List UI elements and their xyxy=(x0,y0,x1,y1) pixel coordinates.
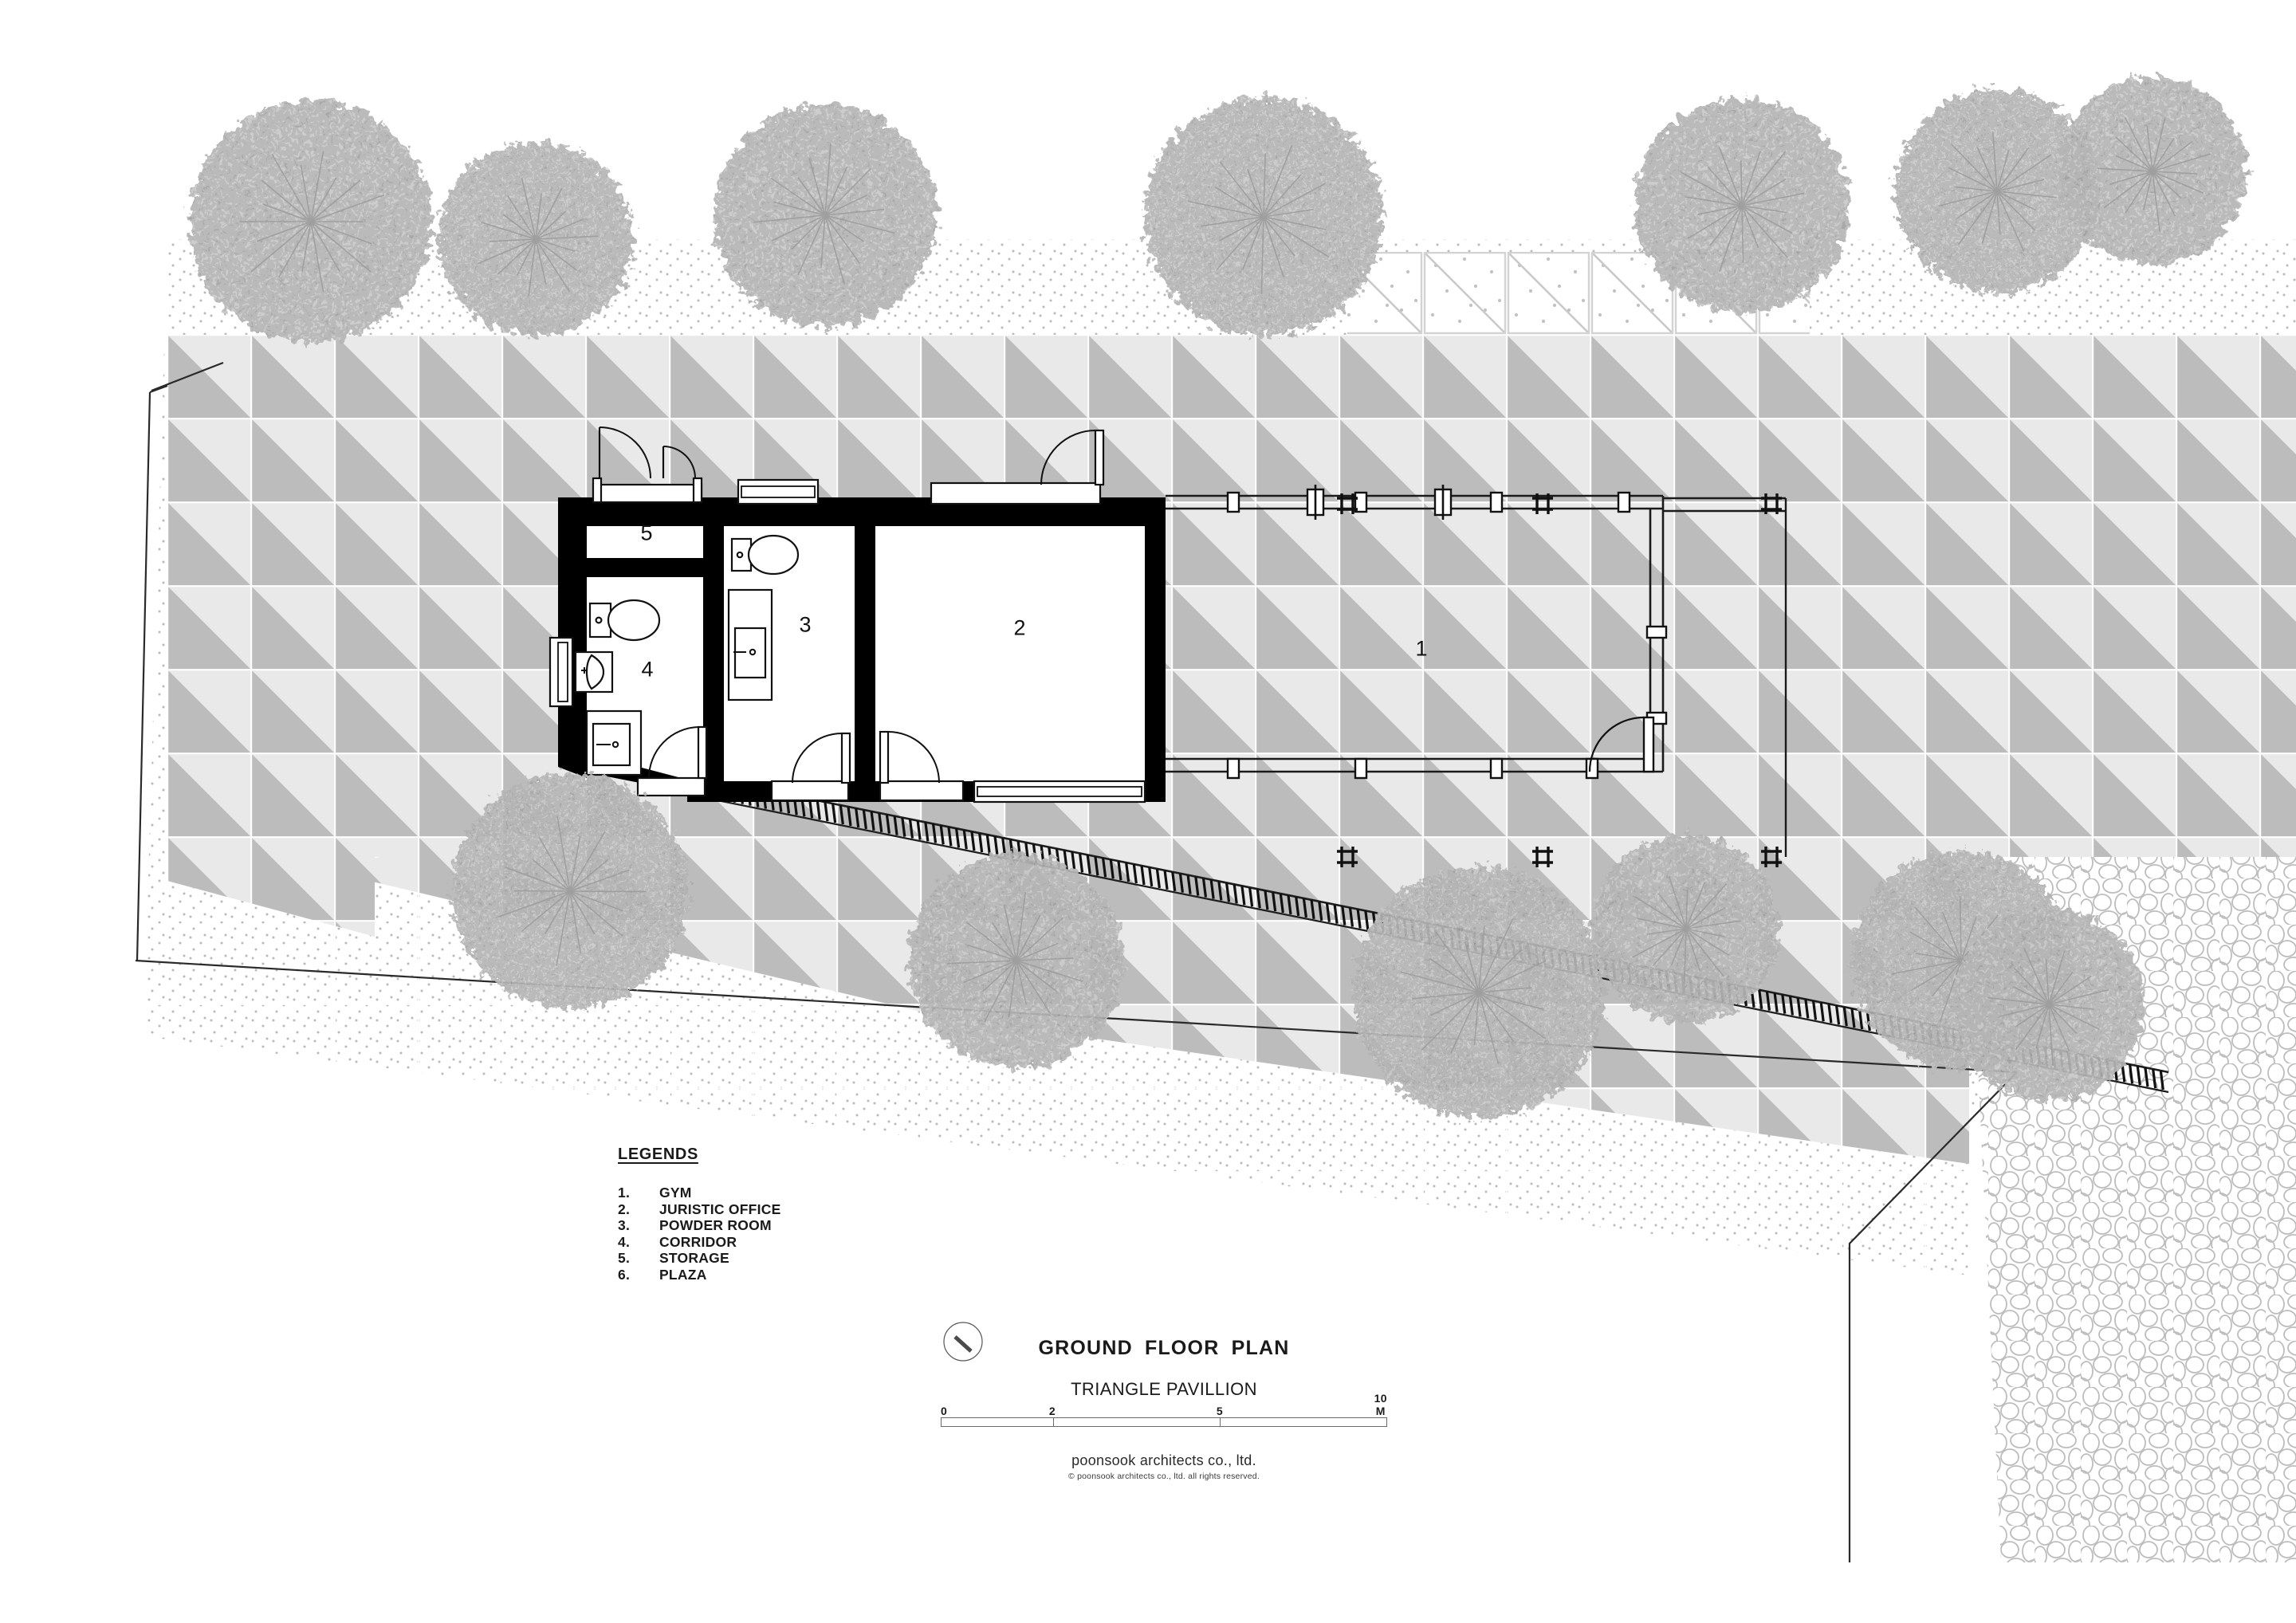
tree-branches xyxy=(1400,918,1547,1064)
legend-item: 1. GYM xyxy=(618,1185,781,1201)
north-arrow-icon xyxy=(943,1322,983,1362)
room-number-2: 2 xyxy=(1013,615,1026,640)
legend-item-number: 3. xyxy=(618,1217,631,1233)
lavatory-corridor xyxy=(574,650,614,694)
room-number-5: 5 xyxy=(640,521,653,545)
tree-branches xyxy=(1632,875,1741,984)
scale-tick-label: 2 xyxy=(1048,1405,1056,1417)
corridor-west-window xyxy=(548,636,574,708)
room-number-3: 3 xyxy=(799,612,812,637)
room-number-4: 4 xyxy=(641,657,654,682)
firm-name: poonsook architects co., ltd. xyxy=(1071,1452,1256,1468)
legend-item-label: STORAGE xyxy=(659,1250,729,1266)
legend-item: 6. PLAZA xyxy=(618,1267,781,1283)
legend-item-number: 2. xyxy=(618,1201,631,1217)
tree-branches xyxy=(2097,116,2211,232)
scale-tick-label: 0 xyxy=(941,1405,948,1417)
legend-item: 2. JURISTIC OFFICE xyxy=(618,1201,781,1218)
legend-item: 3. POWDER ROOM xyxy=(618,1217,781,1234)
toilet-fixture-corridor xyxy=(588,599,661,642)
vanity-powder xyxy=(727,588,773,701)
copyright-notice: © poonsook architects co., ltd. all righ… xyxy=(1068,1472,1260,1481)
tree-branches xyxy=(239,151,385,293)
tile-joint-grid xyxy=(144,335,2296,1275)
column-marker-icon xyxy=(1761,493,1782,514)
column-marker-icon xyxy=(1337,493,1358,514)
tree-branches xyxy=(753,143,895,285)
legend-item-label: POWDER ROOM xyxy=(659,1217,772,1233)
title-block: GROUND FLOOR PLAN TRIANGLE PAVILLION 0 2 5… xyxy=(941,1319,1387,1481)
legend-item-number: 4. xyxy=(618,1233,631,1250)
counter-corridor xyxy=(585,709,643,776)
scale-tick-label: 5 xyxy=(1216,1405,1224,1417)
gym-glass-curtain-wall xyxy=(1166,485,1787,857)
powder-room-door xyxy=(770,732,851,802)
office-entry-door xyxy=(930,429,1105,505)
column-marker-icon xyxy=(1337,847,1358,867)
mullion-north xyxy=(1226,485,1631,520)
scale-division xyxy=(1052,1418,1054,1426)
scale-bar: 0 2 5 10 M xyxy=(941,1392,1387,1435)
tree-canopies-foreground xyxy=(452,773,2145,1118)
legend-item-number: 1. xyxy=(618,1185,631,1201)
scale-bar-labels: 0 2 5 10 M xyxy=(941,1392,1387,1417)
legend-rows: 1. GYM 2. JURISTIC OFFICE 3. POWDER ROOM 4. COR… xyxy=(618,1185,781,1283)
tree-branches xyxy=(947,891,1083,1023)
project-title: TRIANGLE PAVILLION xyxy=(1071,1379,1257,1399)
tree-branches xyxy=(1188,144,1330,294)
powder-room-window xyxy=(737,478,820,505)
page-title: GROUND FLOOR PLAN xyxy=(1038,1337,1290,1359)
tree-branches xyxy=(497,815,647,966)
legend-item-label: PLAZA xyxy=(659,1266,707,1283)
scale-bar-track xyxy=(941,1417,1387,1427)
legend-item-label: CORRIDOR xyxy=(659,1233,737,1250)
storage-double-door xyxy=(592,426,703,504)
legend-item-label: JURISTIC OFFICE xyxy=(659,1201,781,1217)
tree-canopies xyxy=(190,77,2247,343)
legend-item: 4. CORRIDOR xyxy=(618,1234,781,1251)
mullion-east xyxy=(1645,625,1668,725)
legend-item-label: GYM xyxy=(659,1185,692,1201)
column-marker-icon xyxy=(1761,847,1782,867)
column-grid-markers xyxy=(1337,493,1782,867)
tree-branches xyxy=(1681,146,1805,272)
legend-title: LEGENDS xyxy=(618,1146,698,1163)
tree-branches xyxy=(1987,947,2109,1067)
scale-tick-label: 10 M xyxy=(1374,1392,1387,1417)
building-block xyxy=(548,426,1166,804)
legend-block: LEGENDS 1. GYM 2. JURISTIC OFFICE 3. POWDER R… xyxy=(618,1146,781,1283)
mullion-south xyxy=(1226,757,1599,780)
legend-item: 5. STORAGE xyxy=(618,1250,781,1267)
office-door xyxy=(879,730,965,802)
gym-door xyxy=(1588,716,1655,773)
column-marker-icon xyxy=(1532,847,1553,867)
legend-item-number: 6. xyxy=(618,1266,631,1283)
tree-branches xyxy=(1938,131,2057,252)
corridor-door xyxy=(636,725,708,797)
office-south-window xyxy=(973,780,1146,804)
tree-branches xyxy=(478,178,599,297)
legend-item-number: 5. xyxy=(618,1250,631,1266)
room-number-1: 1 xyxy=(1415,636,1428,661)
scale-division xyxy=(1219,1418,1221,1426)
toilet-fixture-powder xyxy=(730,534,800,576)
column-marker-icon xyxy=(1532,493,1553,514)
